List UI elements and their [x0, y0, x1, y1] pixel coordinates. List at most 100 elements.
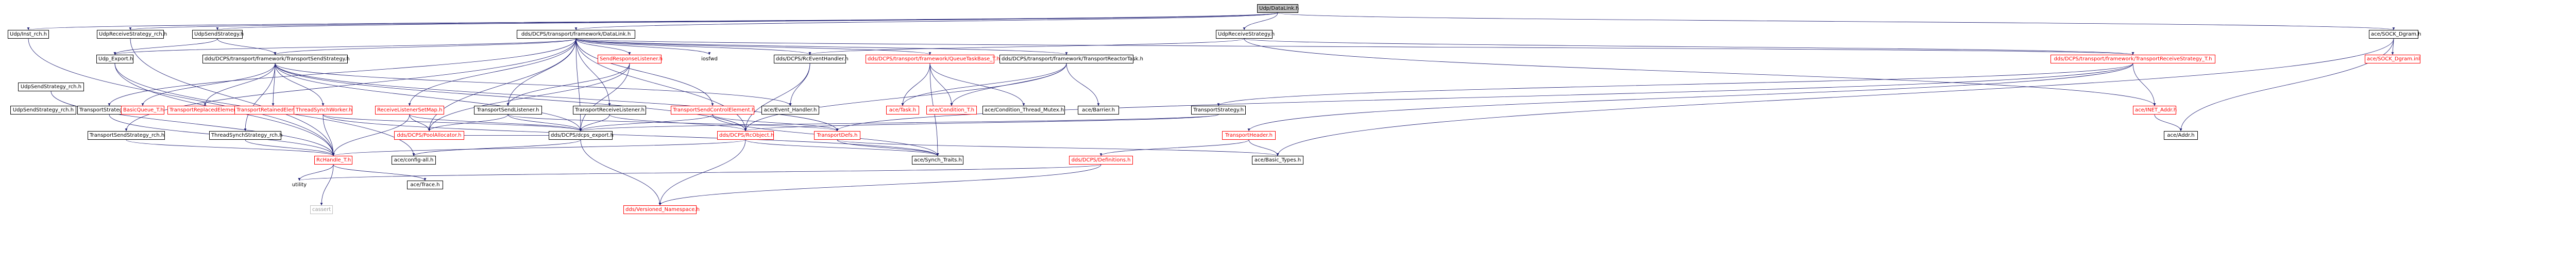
edge-defs-to-vns — [658, 164, 1101, 206]
node-sendstrat[interactable]: UdpSendStrategy.h — [192, 30, 244, 39]
edge-sendstrat_rch-to-rch — [50, 91, 335, 156]
node-trl[interactable]: TransportReceiveListener.h — [573, 106, 646, 115]
edge-rch-to-cassert — [320, 164, 334, 206]
node-tdefs[interactable]: TransportDefs.h — [814, 131, 860, 140]
edge-trs-to-inetaddr — [2132, 63, 2156, 106]
node-condt[interactable]: ace/Condition_T.h — [926, 106, 977, 115]
edge-tss-to-tsworker — [275, 63, 325, 106]
edge-dcpsexport-to-aceconfig — [412, 139, 581, 156]
node-tsl[interactable]: TransportSendListener.h — [474, 106, 542, 115]
node-tsw_rch[interactable]: ThreadSynchStrategy_rch.h — [209, 131, 283, 140]
edge-tss-to-bq — [141, 63, 276, 106]
node-condtm[interactable]: ace/Condition_Thread_Mutex.h — [982, 106, 1065, 115]
edge-tdefs-to-synchtraits — [837, 139, 939, 156]
node-sendstrat_rch2[interactable]: UdpSendStrategy_rch.h — [10, 106, 76, 115]
node-bq[interactable]: BasicQueue_T.h — [121, 106, 164, 115]
edge-recvstrat-to-inetaddr — [1244, 38, 2156, 106]
node-rcobj[interactable]: dds/DCPS/RcObject.h — [717, 131, 774, 140]
node-udpinst[interactable]: Udp/Inst_rch.h — [8, 30, 49, 39]
node-recvstrat_rch[interactable]: UdpReceiveStrategy_rch.h — [97, 30, 167, 39]
node-task[interactable]: ace/Task.h — [886, 106, 919, 115]
edge-root-to-recvstrat — [1243, 12, 1278, 30]
node-qtb[interactable]: dds/DCPS/transport/framework/QueueTaskBa… — [866, 55, 1000, 63]
node-sockdinl[interactable]: ace/SOCK_Dgram.inl — [2365, 55, 2420, 63]
node-dcpsexport[interactable]: dds/DCPS/dcps_export.h — [549, 131, 614, 140]
edge-dl-to-rlsm — [408, 38, 577, 106]
edge-dl-to-trt — [575, 38, 1068, 55]
node-barrier[interactable]: ace/Barrier.h — [1078, 106, 1119, 115]
node-defs[interactable]: dds/DCPS/Definitions.h — [1069, 156, 1133, 165]
edge-rcobj-to-synchtraits — [745, 139, 939, 156]
edge-tsl-to-tdefs — [507, 114, 839, 132]
node-root[interactable]: Udp/DataLink.h — [1257, 4, 1299, 13]
edge-tsworker-to-rch — [323, 114, 335, 156]
node-rch[interactable]: RcHandle_T.h — [314, 156, 352, 165]
node-tstrat[interactable]: TransportStrategy.h — [1191, 106, 1246, 115]
edge-root-to-recvstrat_rch — [129, 12, 1278, 30]
node-eh[interactable]: ace/Event_Handler.h — [761, 106, 819, 115]
node-thdr[interactable]: TransportHeader.h — [1222, 131, 1276, 140]
node-trt[interactable]: dds/DCPS/transport/framework/TransportRe… — [999, 55, 1143, 63]
node-tss[interactable]: dds/DCPS/transport/framework/TransportSe… — [202, 55, 350, 63]
node-iosfwd[interactable]: iosfwd — [698, 55, 721, 63]
edge-tss-to-tdefs — [275, 63, 839, 132]
node-utility[interactable]: utility — [289, 181, 310, 189]
node-rceh[interactable]: dds/DCPS/RcEventHandler.h — [774, 55, 849, 63]
edge-dl-to-rceh — [575, 38, 811, 55]
edge-tss-to-tsw_rch — [244, 63, 276, 132]
edge-udpinst-to-rch — [28, 38, 335, 156]
node-sendstrat_rch[interactable]: UdpSendStrategy_rch.h — [18, 83, 84, 91]
node-addr[interactable]: ace/Addr.h — [2164, 131, 2198, 140]
edge-recvstrat-to-rceh — [808, 38, 1245, 55]
edge-tss-to-dcpsexport — [275, 63, 582, 132]
node-vns[interactable]: dds/Versioned_Namespace.h — [623, 205, 700, 214]
edge-dl-to-rcobj — [575, 38, 747, 132]
edge-recvstrat_rch-to-rch — [130, 38, 335, 156]
edge-root-to-dl — [575, 12, 1278, 30]
edge-qtb-to-condtm — [929, 63, 1025, 106]
edge-dl-to-srl — [575, 38, 631, 55]
edge-srl-to-dcpsexport — [579, 63, 630, 132]
node-inetaddr[interactable]: ace/INET_Addr.h — [2133, 106, 2177, 115]
edge-recvstrat-to-trs — [1244, 38, 2134, 55]
node-dl[interactable]: dds/DCPS/transport/framework/DataLink.h — [517, 30, 635, 39]
edge-sockd-to-basictypes — [1276, 38, 2394, 156]
node-basictypes[interactable]: ace/Basic_Types.h — [1252, 156, 1303, 165]
edge-sendstrat-to-udpexport — [113, 38, 218, 55]
edge-rcobj-to-rch — [332, 139, 746, 156]
edge-thdr-to-defs — [1099, 139, 1249, 156]
node-trace[interactable]: ace/Trace.h — [407, 181, 443, 189]
node-srl[interactable]: SendResponseListener.h — [598, 55, 663, 63]
node-synchtraits[interactable]: ace/Synch_Traits.h — [912, 156, 963, 165]
node-tsce[interactable]: TransportSendControlElement.h — [671, 106, 755, 115]
node-udpexport[interactable]: Udp_Export.h — [96, 55, 133, 63]
node-recvstrat[interactable]: UdpReceiveStrategy.h — [1216, 30, 1275, 39]
node-aceconfig[interactable]: ace/config-all.h — [392, 156, 436, 165]
edge-rlsm-to-dpa — [409, 114, 431, 132]
edge-trs-to-tstrat — [1217, 63, 2133, 106]
node-trs[interactable]: dds/DCPS/transport/framework/TransportRe… — [2050, 55, 2215, 63]
node-tsstrat_rch[interactable]: TransportSendStrategy_rch.h — [88, 131, 165, 140]
edge-qtb-to-condt — [929, 63, 953, 106]
node-dpa[interactable]: dds/DCPS/PoolAllocator.h — [394, 131, 464, 140]
edge-dl-to-tsce — [575, 38, 714, 106]
edge-tstrat-to-dcpsexport — [579, 114, 1219, 132]
node-sockd[interactable]: ace/SOCK_Dgram.h — [2369, 30, 2421, 39]
node-cassert[interactable]: cassert — [310, 205, 333, 214]
edge-rceh-to-rcobj — [744, 63, 810, 132]
edge-root-to-sendstrat — [216, 12, 1278, 30]
edge-sockd-to-addr — [2179, 38, 2394, 132]
edge-dl-to-tsl — [506, 38, 577, 106]
node-rlsm[interactable]: ReceiveListenerSetMap.h — [375, 106, 444, 115]
node-trepl[interactable]: TransportReplacedElement.h — [167, 106, 244, 115]
edge-tss-to-rcobj — [275, 63, 747, 132]
edge-dl-to-tsstrat_rch — [125, 38, 577, 132]
edge-tsl-to-dpa — [428, 114, 509, 132]
edge-dl-to-udpexport — [113, 38, 577, 55]
edge-rlsm-to-rch — [332, 114, 410, 156]
edge-dl-to-iosfwd — [575, 38, 711, 55]
edge-tsworker-to-dcpsexport — [323, 114, 582, 132]
node-tsworker[interactable]: ThreadSynchWorker.h — [294, 106, 352, 115]
edge-rceh-to-eh — [789, 63, 810, 106]
